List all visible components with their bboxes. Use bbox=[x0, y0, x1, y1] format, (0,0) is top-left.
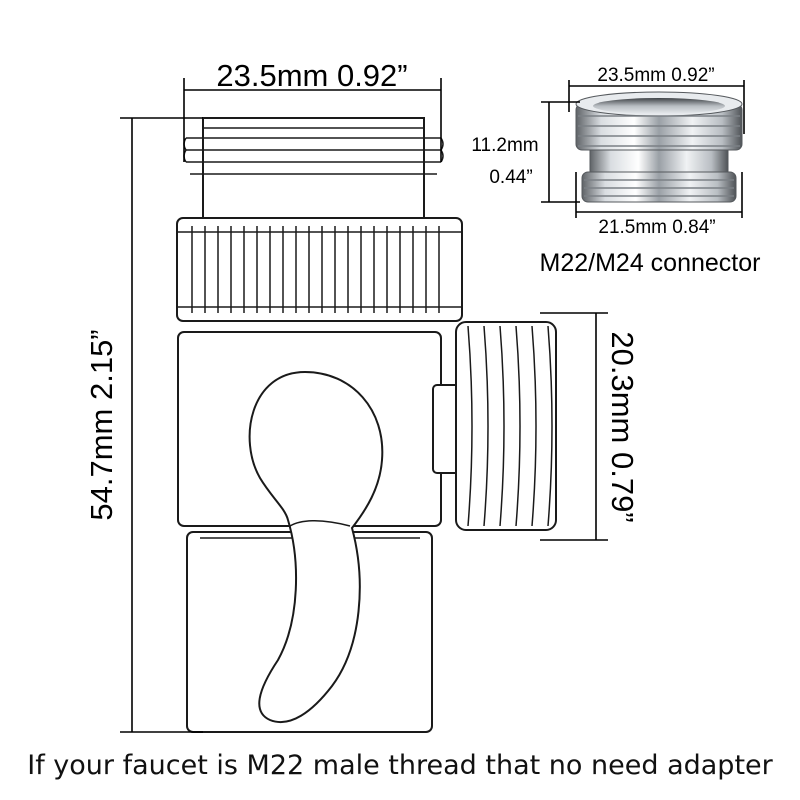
side-thread-dimension: 20.3mm 0.79” bbox=[540, 312, 640, 541]
connector-inset: 23.5mm 0.92” 11.2mm 0.44” 21.5mm 0.84” M… bbox=[471, 65, 760, 277]
caption: If your faucet is M22 male thread that n… bbox=[27, 750, 773, 781]
connector-height-label-2: 0.44” bbox=[489, 167, 532, 188]
connector-height-label-1: 11.2mm bbox=[471, 135, 538, 156]
diverter-valve-drawing bbox=[176, 117, 557, 733]
knurled-nut bbox=[176, 217, 463, 322]
top-width-label: 23.5mm 0.92” bbox=[216, 58, 407, 93]
top-thread bbox=[183, 117, 444, 219]
lever-handle bbox=[248, 370, 384, 724]
connector-name: M22/M24 connector bbox=[540, 249, 761, 277]
connector-image bbox=[575, 91, 743, 203]
connector-bottom-width-label: 21.5mm 0.84” bbox=[598, 217, 715, 238]
connector-top-width-label: 23.5mm 0.92” bbox=[597, 65, 714, 86]
height-label: 54.7mm 2.15” bbox=[84, 329, 119, 520]
top-width-dimension: 23.5mm 0.92” bbox=[183, 58, 442, 162]
side-thread-label: 20.3mm 0.79” bbox=[605, 331, 640, 522]
height-dimension: 54.7mm 2.15” bbox=[84, 117, 203, 733]
side-thread bbox=[432, 321, 557, 531]
